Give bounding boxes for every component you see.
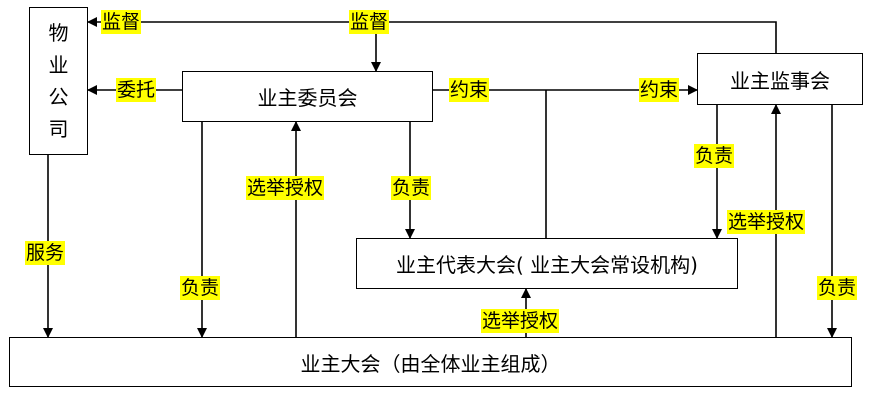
label-supervise-top-mid: 监督 — [349, 10, 390, 34]
owners-supervisory-board-label: 业主监事会 — [730, 68, 830, 93]
label-responsible-committee-to-rep: 负责 — [391, 176, 432, 200]
node-owners-general-assembly: 业主大会（由全体业主组成） — [9, 337, 852, 387]
label-constrain-left: 约束 — [449, 78, 490, 102]
property-company-char-2: 业 — [48, 53, 69, 77]
property-company-char-1: 物 — [48, 21, 69, 45]
label-elect-authorize-rep: 选举授权 — [481, 309, 560, 333]
label-entrust: 委托 — [116, 78, 157, 102]
node-owners-supervisory-board: 业主监事会 — [697, 53, 863, 105]
label-responsible-board-to-assembly: 负责 — [817, 276, 858, 300]
label-responsible-committee-to-assembly: 负责 — [180, 276, 221, 300]
owners-representative-assembly-label: 业主代表大会( 业主大会常设机构) — [396, 253, 698, 277]
owners-committee-label: 业主委员会 — [257, 86, 358, 110]
node-owners-committee: 业主委员会 — [182, 71, 433, 122]
label-supervise-top-left: 监督 — [101, 10, 142, 34]
label-responsible-board-to-rep: 负责 — [694, 144, 735, 168]
label-services: 服务 — [25, 241, 66, 265]
property-company-char-3: 公 — [48, 85, 69, 109]
label-elect-authorize-board: 选举授权 — [727, 210, 806, 234]
node-owners-representative-assembly: 业主代表大会( 业主大会常设机构) — [356, 238, 738, 289]
label-constrain-right: 约束 — [639, 78, 680, 102]
label-elect-authorize-committee: 选举授权 — [246, 176, 325, 200]
node-property-company: 物 业 公 司 — [29, 7, 88, 155]
edge-supervise-board-to-company — [87, 17, 777, 53]
property-company-char-4: 司 — [48, 117, 69, 141]
owners-general-assembly-label: 业主大会（由全体业主组成） — [300, 351, 561, 376]
